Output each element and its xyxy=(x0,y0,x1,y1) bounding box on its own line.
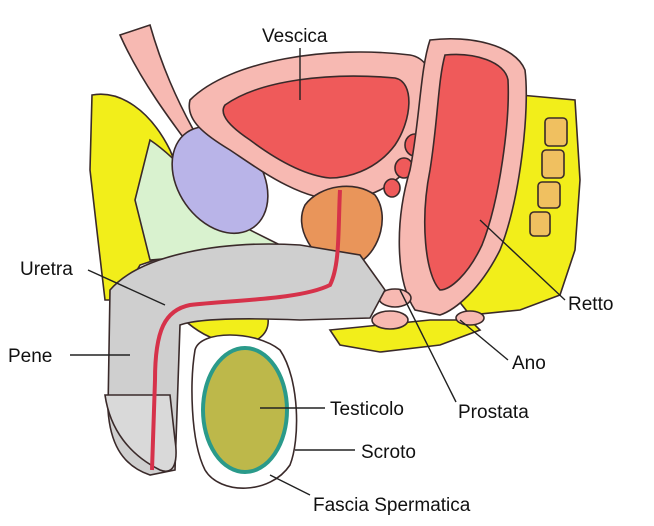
bladder-lumen xyxy=(222,75,410,179)
label-testicolo: Testicolo xyxy=(330,399,404,420)
sacrum xyxy=(529,117,568,237)
leader-prostata xyxy=(399,289,457,403)
rectum-lumen xyxy=(424,53,510,291)
testis xyxy=(201,346,289,474)
label-fascia-spermatica: Fascia Spermatica xyxy=(313,495,471,516)
leader-ano xyxy=(459,319,509,361)
label-prostata: Prostata xyxy=(458,402,529,423)
label-vescica: Vescica xyxy=(262,26,328,47)
leader-uretra xyxy=(87,269,166,306)
label-retto: Retto xyxy=(568,294,613,315)
leader-fascia xyxy=(269,474,311,496)
penis-body xyxy=(107,243,386,476)
label-uretra: Uretra xyxy=(20,259,73,280)
label-pene: Pene xyxy=(8,346,52,367)
urethra xyxy=(150,189,342,471)
label-ano: Ano xyxy=(512,353,546,374)
glans xyxy=(104,394,177,473)
anal-sphincter xyxy=(371,288,485,330)
label-scroto: Scroto xyxy=(361,442,416,463)
leader-retto xyxy=(479,219,566,301)
